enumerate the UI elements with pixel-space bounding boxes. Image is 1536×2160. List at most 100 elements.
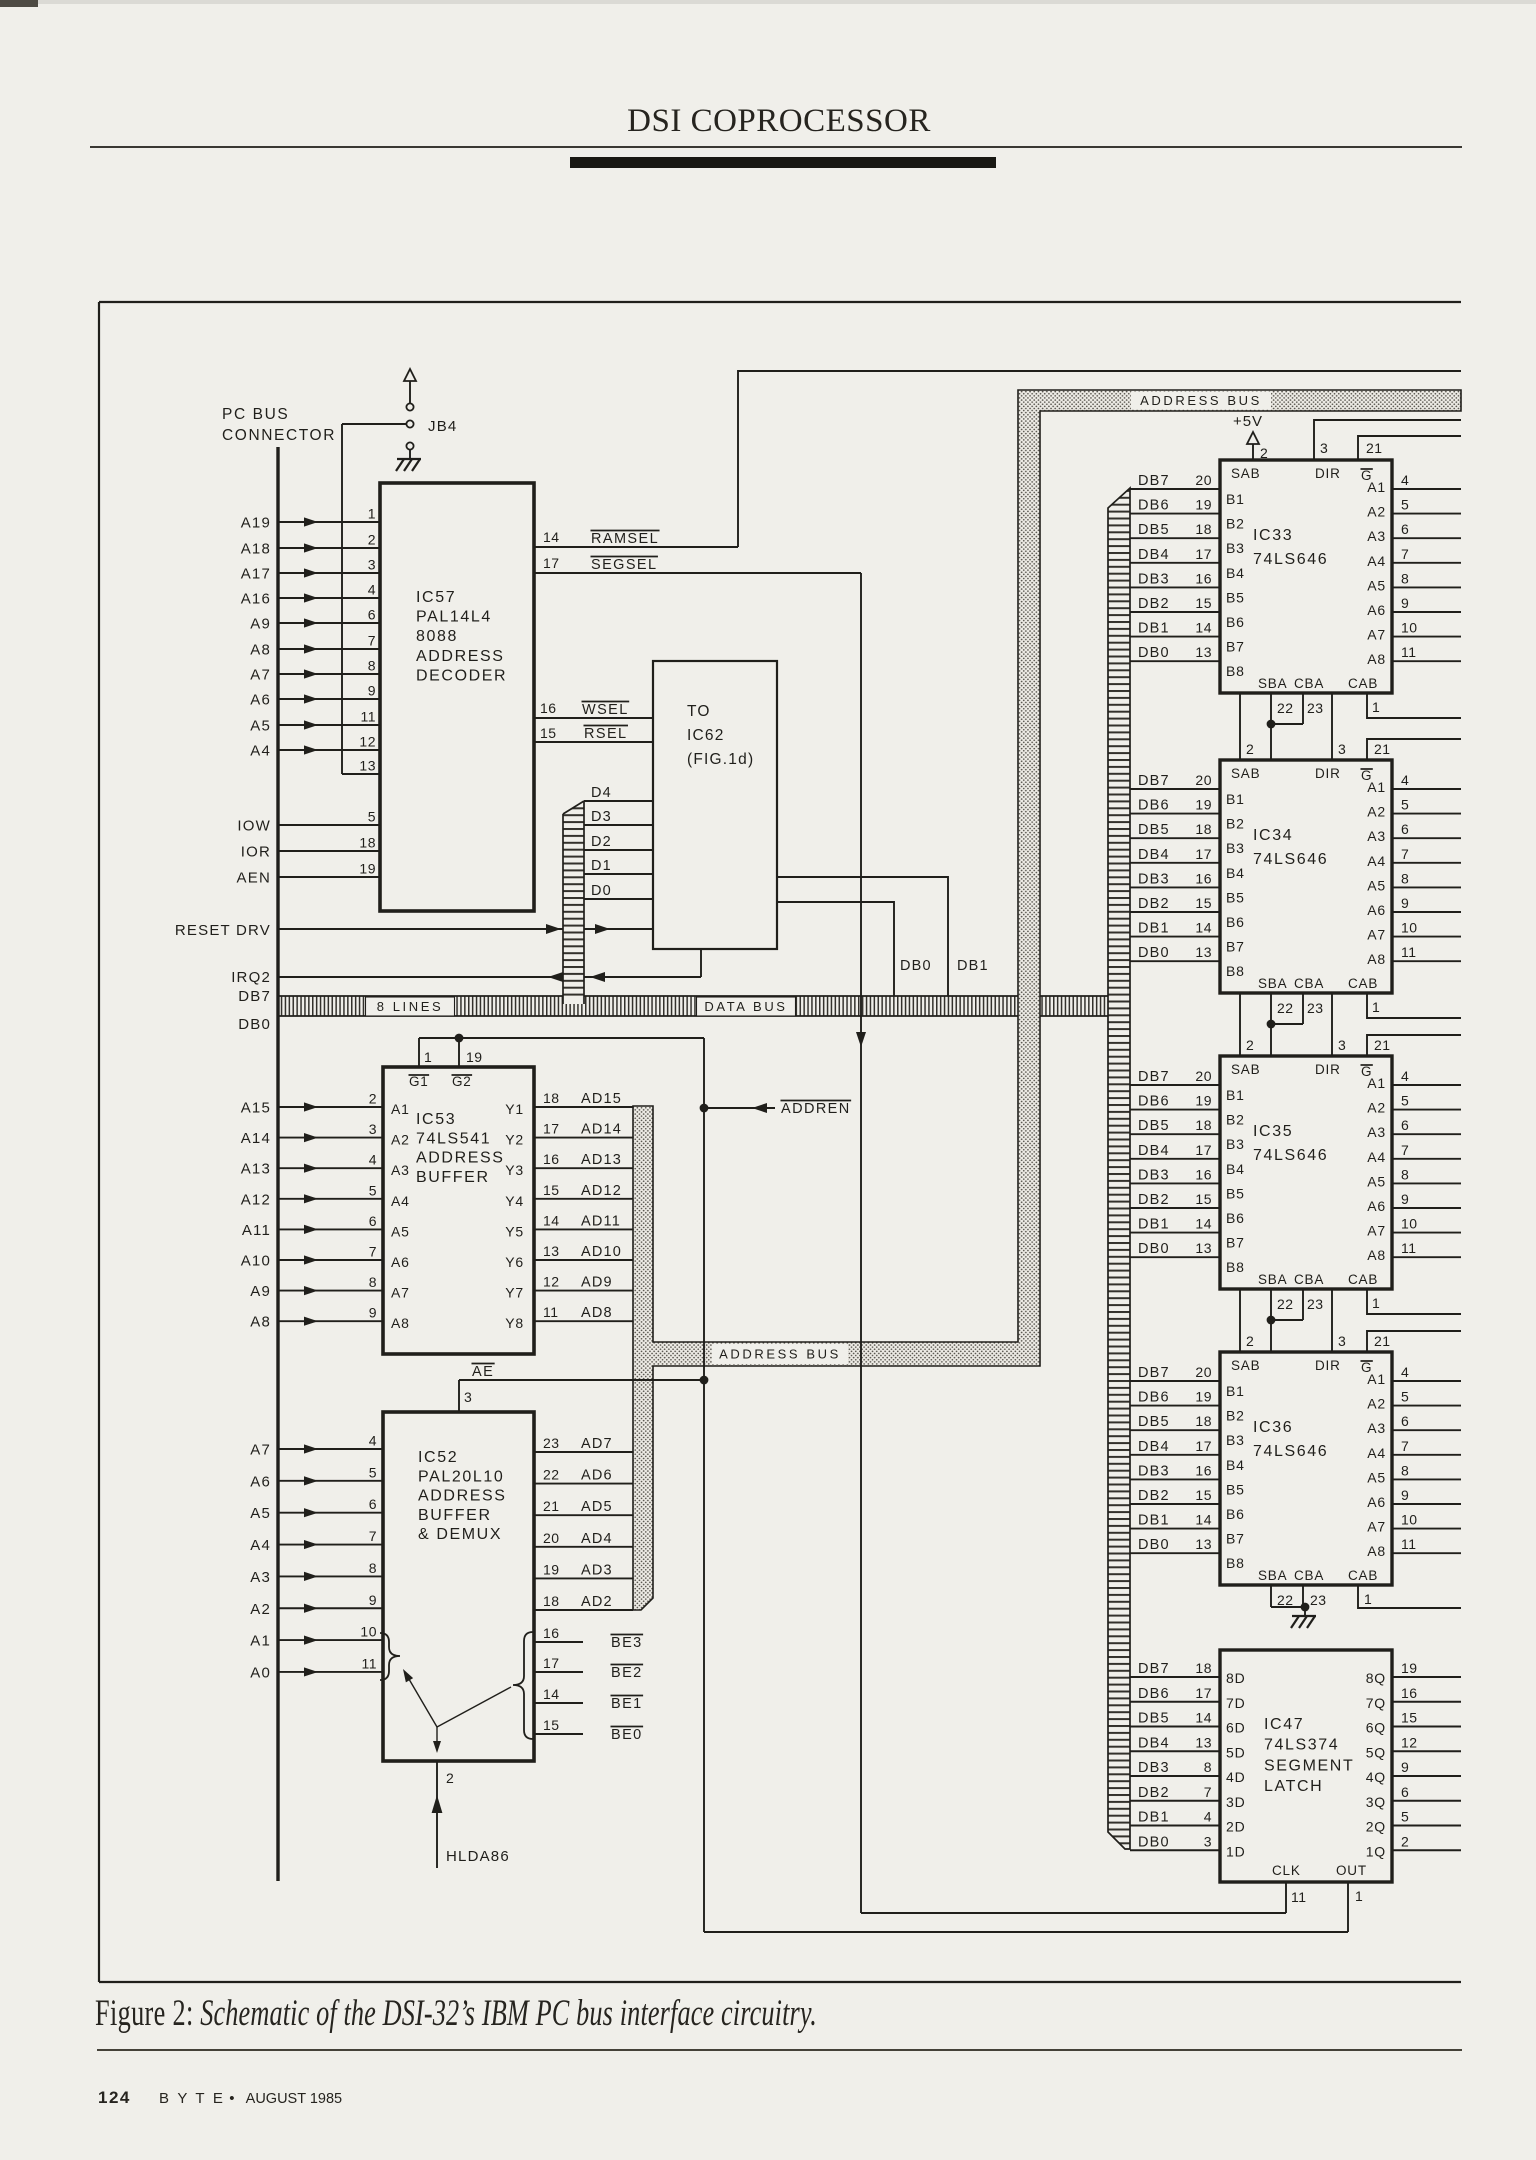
ic52-demux-line [405,1673,438,1728]
jb4-terminal-bottom [405,441,415,451]
db7-label: DB7 [238,988,271,1005]
ic52-pin-number: 17 [543,1655,560,1671]
ic33-pin-number: 2 [1260,445,1268,461]
ic36-port-label: B4 [1226,1457,1245,1473]
g-exit-wire [1366,738,1461,760]
segsel-label: SEGSEL [591,557,657,573]
ic34-port-label: A6 [1367,902,1386,918]
ic52-pin-number: 14 [543,1686,560,1702]
ic33-box [1218,458,1394,695]
ic35-pin-number: 4 [1401,1068,1409,1084]
ic53-pin-number: 17 [543,1121,560,1137]
ic57-input-arrow [304,745,318,755]
ic34-sab-label: SAB [1231,766,1260,781]
ic33-pin-number: 19 [1195,497,1212,513]
ic33-port-label: A3 [1367,528,1386,544]
ic35-port-label: B2 [1226,1112,1245,1128]
ic53-port-label: Y8 [505,1315,524,1331]
ramsel-label: RAMSEL [591,531,659,547]
ic47-pin-number: 18 [1195,1660,1212,1676]
reset-drv-arrow [595,924,610,934]
ic52-title: BUFFER [418,1507,492,1524]
db0-label: DB0 [238,1016,271,1033]
db-signal-label: DB5 [1138,522,1170,538]
ic36-title: 74LS646 [1253,1443,1328,1460]
ic36-sab-label: SAB [1231,1358,1260,1373]
cab-wire [1357,1585,1461,1609]
ic35-port-label: A6 [1367,1198,1386,1214]
ic36-port-label: A8 [1367,1543,1386,1559]
ic35-port-label: B3 [1226,1136,1245,1152]
db-signal-label: DB3 [1138,1463,1170,1479]
ic53-input-signal: A9 [250,1283,271,1300]
ic35-pin-number: 9 [1401,1191,1409,1207]
ic62-d-label: D0 [591,883,612,899]
ic34-pin-number: 15 [1195,895,1212,911]
ic52-input-signal: A1 [250,1633,271,1650]
ic47-box [1218,1648,1394,1884]
ic36-port-label: A5 [1367,1469,1386,1485]
ic33-pin-number: 17 [1195,546,1212,562]
ic53-input-arrow [304,1316,318,1326]
ic36-port-label: A4 [1367,1445,1386,1461]
ic35-box [1218,1054,1394,1291]
ic52-pin-number: 7 [369,1528,377,1544]
ic47-out-label: OUT [1336,1863,1367,1878]
ic53-port-label: A1 [391,1101,410,1117]
ic35-port-label: A3 [1367,1124,1386,1140]
ic53-port-label: Y1 [505,1101,524,1117]
ic47-pin-number: 12 [1401,1734,1418,1750]
ic53-input-arrow [304,1194,318,1204]
ic53-input-signal: A8 [250,1314,271,1331]
db-signal-label: DB7 [1138,773,1170,789]
ic36-g-label: G [1361,1360,1372,1375]
addren-arrow [752,1103,767,1113]
ic53-pin-number: 2 [369,1091,377,1107]
ic53-port-label: A7 [391,1285,410,1301]
ic33-pin-number: 20 [1195,472,1212,488]
ic52-title: PAL20L10 [418,1468,504,1485]
ic52-be-label: BE3 [611,1635,643,1651]
ic57-pin-number: 7 [368,633,376,649]
scan-top-edge [0,0,1536,4]
ic35-port-label: B6 [1226,1210,1245,1226]
ic34-pin-number: 18 [1195,821,1212,837]
db-signal-label: DB6 [1138,798,1170,814]
jb4-terminal-mid [405,419,415,429]
ic47-port-label: 8D [1226,1670,1246,1686]
db-signal-label: DB3 [1138,1760,1170,1776]
ic52-pin-number: 3 [464,1389,472,1405]
ic47-clk-label: CLK [1272,1863,1301,1878]
ic34-port-label: A8 [1367,951,1386,967]
pin-number: 3 [1338,741,1346,757]
ic33-port-label: B4 [1226,565,1245,581]
ic35-pin-number: 19 [1195,1093,1212,1109]
ic53-output-signal: AD9 [581,1275,613,1291]
pin-number: 21 [1374,1037,1391,1053]
ic62-data-band [563,801,584,996]
ic52-pin-number: 23 [543,1435,560,1451]
ic47-port-label: 1Q [1366,1843,1386,1859]
figure-caption: Figure 2: Schematic of the DSI-32’s IBM … [95,1995,823,2033]
cab-wire [1366,1289,1461,1315]
ic36-port-label: A1 [1367,1371,1386,1387]
ic36-sba-label: SBA [1258,1568,1287,1583]
db-signal-label: DB7 [1138,1365,1170,1381]
reset-drv-label: RESET DRV [175,922,271,939]
ic36-pin-number: 7 [1401,1438,1409,1454]
db-signal-label: DB1 [1138,921,1170,937]
segsel-pin-number: 17 [543,555,560,571]
pin-number: 21 [1374,741,1391,757]
irq2-arrow [548,972,563,982]
db-signal-label: DB2 [1138,1785,1170,1801]
ic34-pin-number: 17 [1195,846,1212,862]
ic53-input-signal: A13 [241,1161,271,1178]
ic36-box [1218,1350,1394,1587]
ic34-dir-label: DIR [1315,766,1341,781]
figure-caption-text: Schematic of the DSI-32’s IBM PC bus int… [200,1993,817,2034]
ic36-port-label: B8 [1226,1555,1245,1571]
jb4-up-arrow-icon [402,366,418,382]
ic47-port-label: 7D [1226,1695,1246,1711]
irq2-arrow [590,972,605,982]
address-bus-top-label: ADDRESS BUS [1140,393,1262,408]
